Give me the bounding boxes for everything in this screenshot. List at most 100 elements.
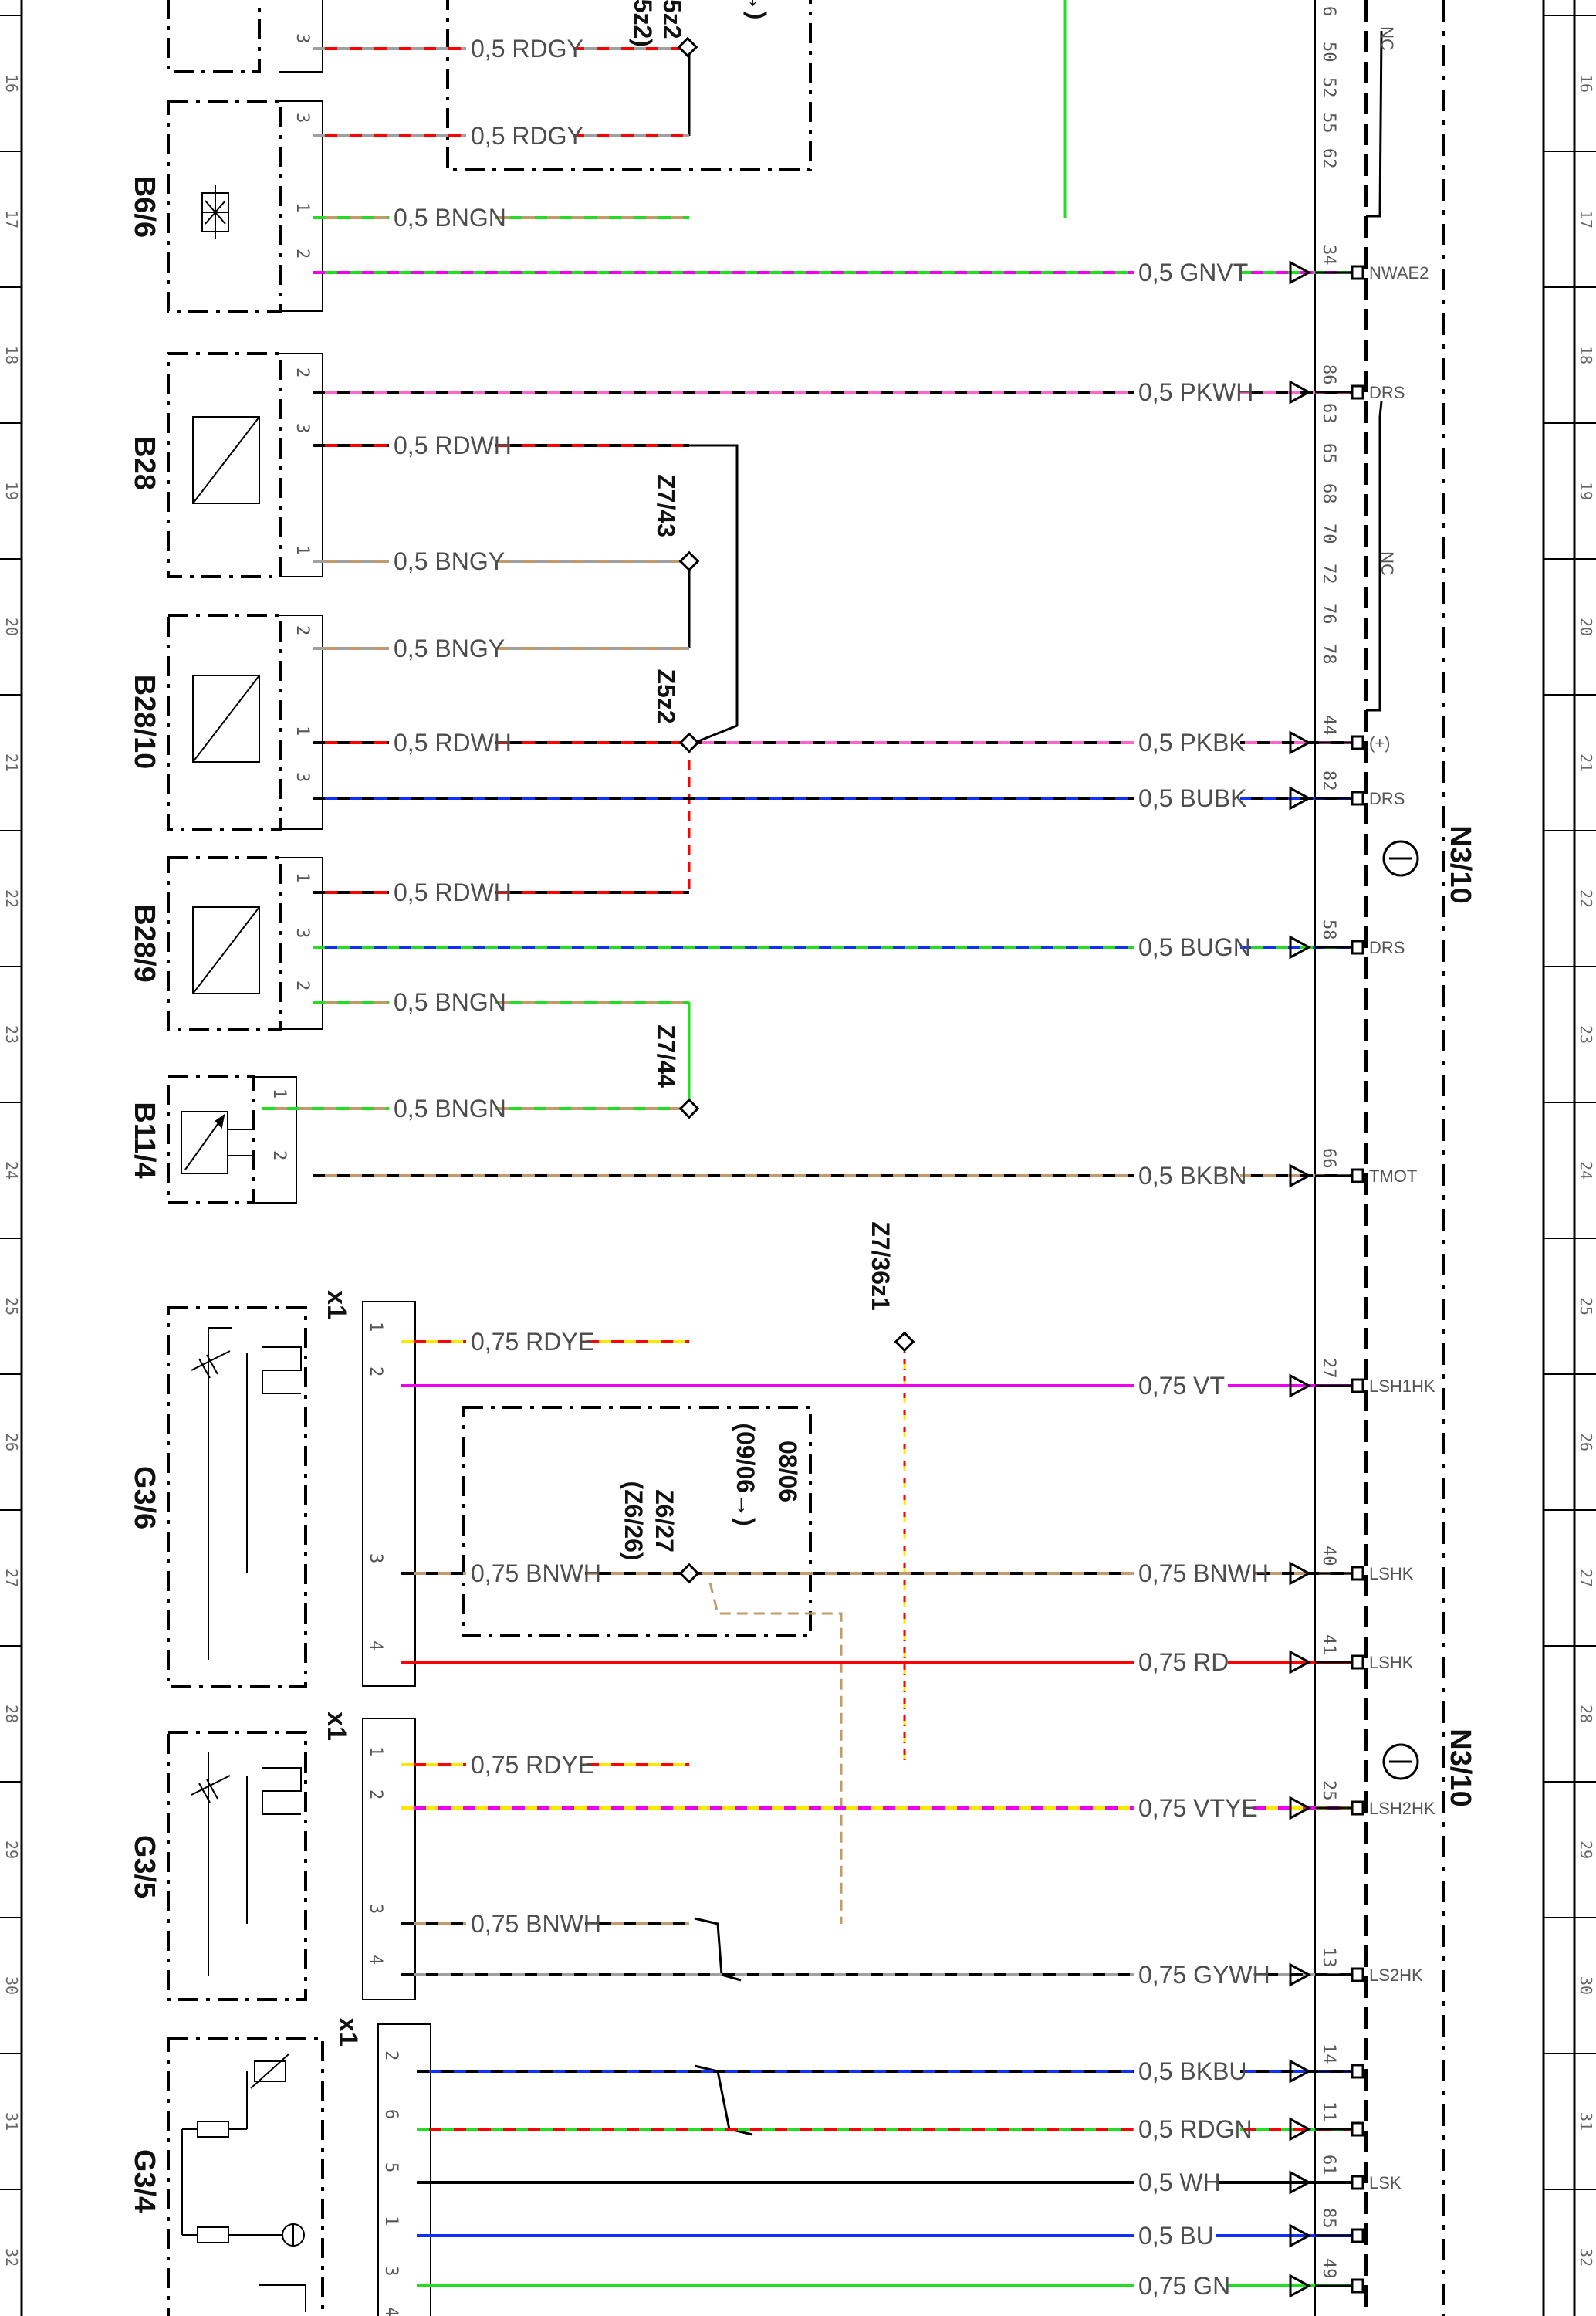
wire-label: 0,5 RDWH (394, 432, 512, 459)
component-label-n3-10: N3/10 (1444, 1729, 1476, 1806)
wire-label: 0,5 BUGN (1138, 933, 1251, 961)
signal-name: TMOT (1369, 1166, 1417, 1186)
wire-label: 0,5 BNGN (394, 204, 506, 232)
wire-label: 0,5 WH (1138, 2169, 1221, 2196)
wire-w22 (401, 1751, 689, 1779)
pin-number: 2 (269, 1150, 289, 1160)
pin-number: 3 (292, 113, 312, 123)
component-label-b6-6: B6/6 (128, 176, 161, 238)
wire-label: 0,5 BU (1138, 2222, 1214, 2250)
terminal-pin (1351, 940, 1364, 955)
signal-name: LSK (1369, 2173, 1402, 2192)
wire-label: 0,5 BNGY (394, 547, 505, 575)
splice-label-z7-36z1: Z7/36z1 (867, 1221, 894, 1311)
terminal-pin (1351, 2121, 1364, 2137)
wire-w20 (689, 1559, 1364, 1587)
pin-number: 1 (381, 2216, 401, 2226)
ecu-pin-number: 70 (1319, 523, 1338, 544)
grid-row-label: 19 (1577, 482, 1595, 500)
signal-name: DRS (1369, 938, 1405, 957)
wires (262, 35, 1364, 2300)
terminal-pin (1351, 1566, 1364, 1581)
ecu-pin-number: 55 (1319, 113, 1338, 134)
wire-label: 0,75 RDYE (471, 1328, 594, 1356)
signal-arrow (1289, 2223, 1312, 2248)
grid-row-label: 24 (2, 1161, 21, 1180)
terminal-pin (1351, 2228, 1364, 2243)
wire-label: 0,5 BNGY (394, 635, 505, 662)
pin-number: 3 (292, 928, 312, 938)
signal-name: DRS (1369, 789, 1405, 808)
terminal-pin (1351, 1378, 1364, 1393)
grid-ticks (0, 15, 1596, 2190)
grid-row-label: 16 (2, 74, 21, 93)
date-label: 08/06 (774, 1441, 802, 1502)
wire-w15 (262, 1095, 689, 1122)
pin-number: 2 (292, 625, 312, 635)
wire-w23 (401, 1794, 1364, 1822)
ecu-pin-number: 14 (1319, 2043, 1338, 2064)
pin-number: 2 (381, 2050, 401, 2060)
pin-number: 1 (269, 1089, 289, 1099)
wire-w11 (313, 784, 1364, 812)
ecu-pin-number: 44 (1319, 715, 1338, 736)
signal-arrow (1289, 1796, 1312, 1820)
terminal-pin (1351, 791, 1364, 806)
pin-number: 3 (366, 1904, 385, 1914)
signal-name: LSHK (1369, 1564, 1414, 1583)
grid-row-label: 29 (1577, 1840, 1595, 1859)
splice-label: →) (743, 0, 771, 19)
grid-row-label: 21 (2, 753, 21, 772)
connector-housings (255, 0, 431, 2316)
grid-row-label: 26 (1577, 1433, 1595, 1451)
grid-row-label: 18 (1577, 346, 1595, 364)
ecu-pin-number: 13 (1319, 1947, 1338, 1968)
wire-w30 (417, 2272, 1364, 2300)
ecu-pin-number: 86 (1319, 364, 1338, 385)
ecu-pin-number: 63 (1319, 403, 1338, 424)
labels: B6/6 B28 B28/10 B28/9 B11/4 G3/6 G3/5 G3… (128, 0, 1476, 2300)
terminal-pin (1351, 1800, 1364, 1816)
splice-label-z5z2: Z5z2 (652, 669, 680, 723)
sensor-symbols (181, 185, 306, 2312)
signal-arrow (1289, 2059, 1312, 2084)
component-pin-numbers: 3 3 1 2 2 3 1 2 1 3 1 3 2 1 2 1 2 3 4 1 … (269, 33, 401, 2316)
ecu-pin-number: 50 (1319, 42, 1338, 63)
terminal-pin (1351, 1168, 1364, 1183)
wire-w03 (313, 204, 689, 232)
ecu-pin-number: 49 (1319, 2258, 1338, 2279)
wire-w25 (401, 1961, 1364, 1989)
wire-w07 (313, 547, 689, 575)
pin-number: 1 (366, 1322, 385, 1332)
splice-label-z7-44: Z7/44 (652, 1024, 680, 1088)
wire-label: 0,5 RDGY (471, 122, 583, 150)
signal-name: LSH1HK (1369, 1376, 1435, 1396)
component-label-g3-6: G3/6 (128, 1466, 161, 1529)
signal-name: LSH2HK (1369, 1799, 1435, 1818)
pin-number: 2 (366, 1366, 385, 1376)
grid-row-label: 27 (2, 1569, 21, 1587)
pin-number: 1 (292, 726, 312, 736)
signal-arrow (1289, 2274, 1312, 2298)
terminal-pin (1351, 265, 1364, 280)
grid-row-label: 31 (2, 2112, 21, 2131)
wire-label: 0,5 RDWH (394, 879, 512, 906)
ecu-pin-number: 27 (1319, 1358, 1338, 1379)
wire-w24 (401, 1910, 689, 1938)
wire-w05 (313, 378, 1364, 406)
ecu-pin-number: 34 (1319, 245, 1338, 266)
grid-frame (20, 0, 1576, 2316)
nc-label: NC (1378, 551, 1397, 576)
wire-label: 0,5 RDGY (471, 35, 583, 63)
splice-points (677, 36, 915, 1584)
terminal-pin (1351, 2064, 1364, 2079)
control-unit-symbols (1366, 30, 1419, 1780)
ecu-pin-number: 11 (1319, 2101, 1338, 2122)
ecu-pin-number: 68 (1319, 483, 1338, 504)
splice-diamond (678, 1563, 700, 1584)
wire-label: 0,75 VTYE (1138, 1794, 1258, 1822)
ecu-pin-number: 52 (1319, 77, 1338, 98)
wire-w02 (313, 122, 689, 150)
